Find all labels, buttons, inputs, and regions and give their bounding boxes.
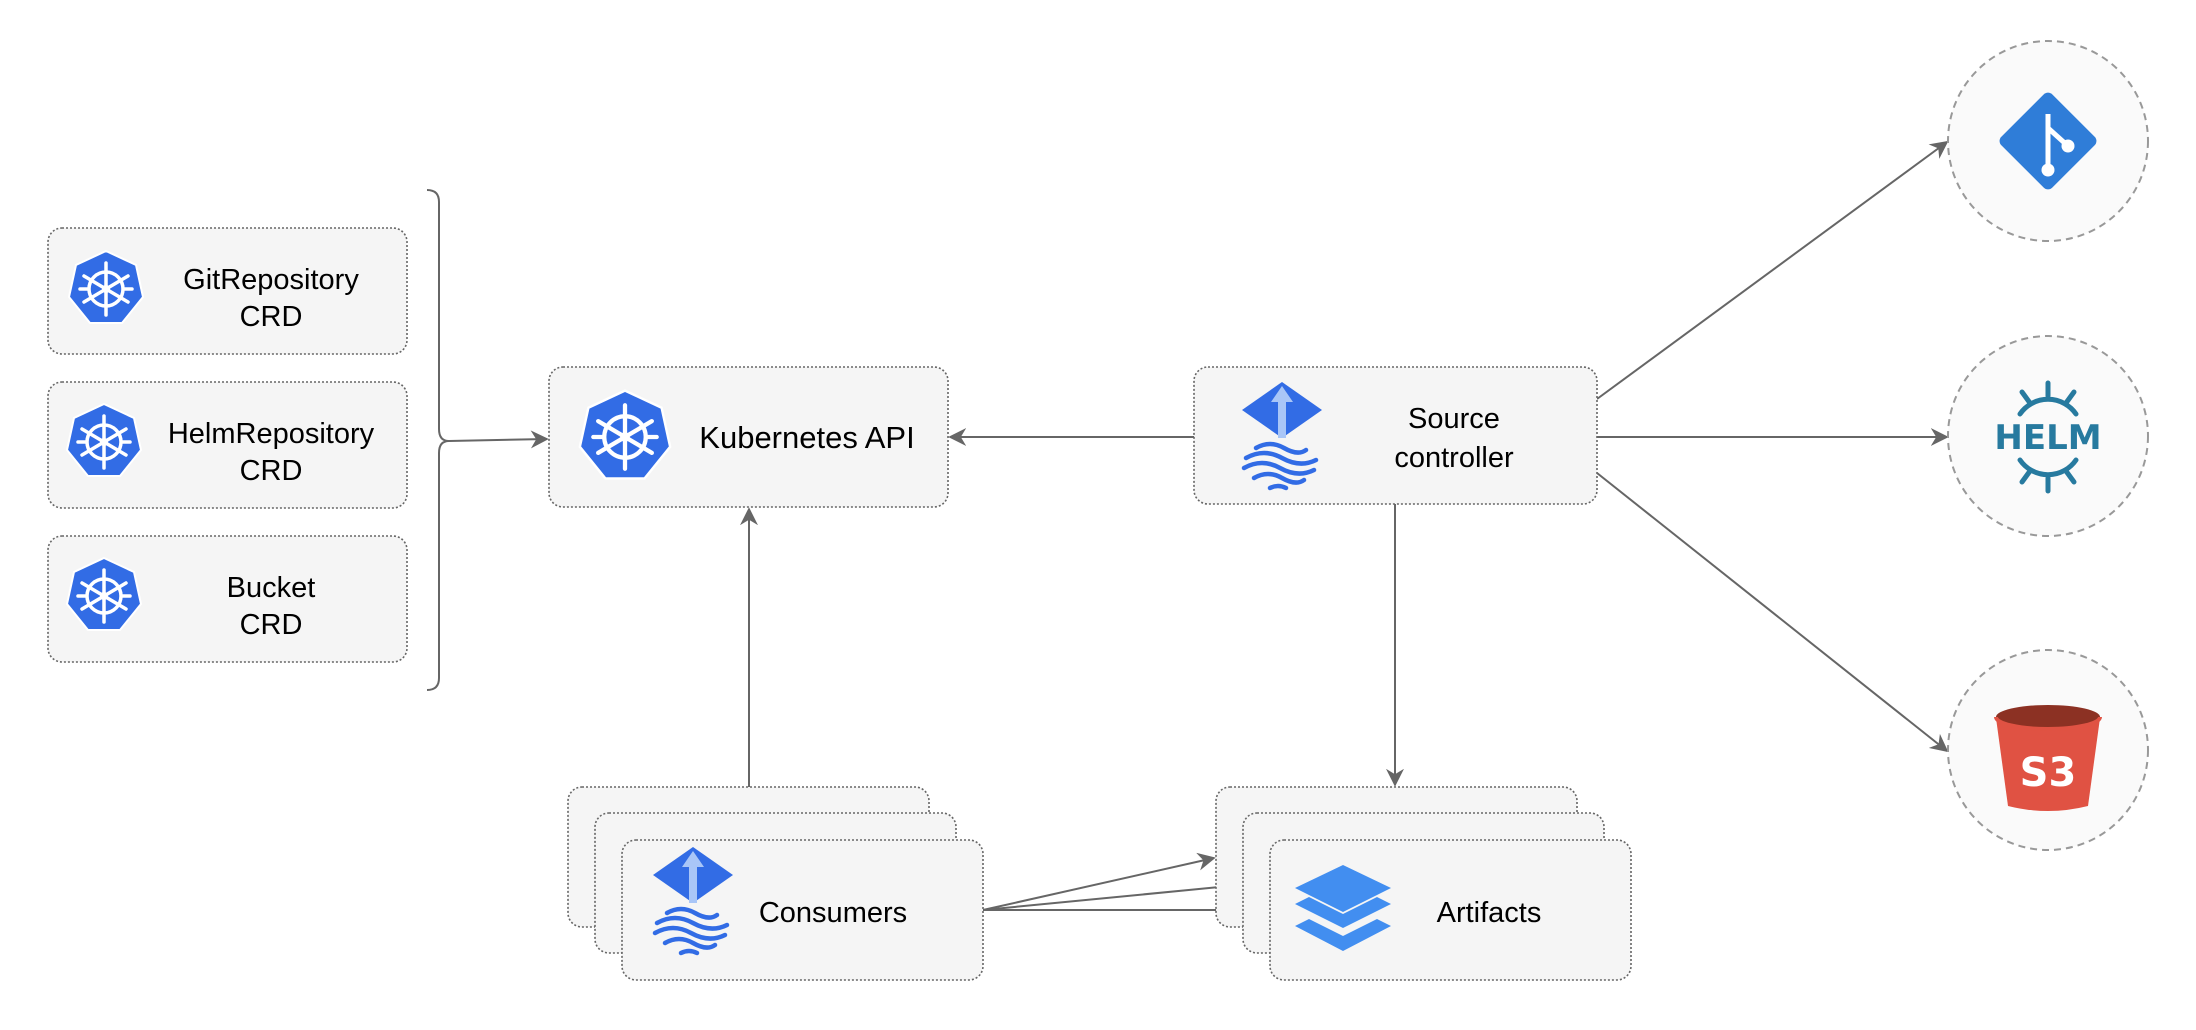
helm-icon: HELM	[1994, 380, 2102, 494]
artifacts-label: Artifacts	[1437, 897, 1542, 929]
crd-gitrepository[interactable]: GitRepository CRD	[47, 227, 408, 355]
crd-sublabel: CRD	[240, 455, 303, 487]
source-controller-node[interactable]: Source controller	[1193, 366, 1598, 505]
layers-icon	[1295, 865, 1391, 951]
kubernetes-api-label: Kubernetes API	[699, 420, 914, 455]
helm-source[interactable]: HELM	[1947, 335, 2149, 537]
crd-sublabel: CRD	[240, 609, 303, 641]
kubernetes-api-node[interactable]: Kubernetes API	[548, 366, 949, 508]
edge-source-controller-to-git	[1596, 140, 1949, 400]
crd-bracket	[426, 189, 450, 691]
consumers-label: Consumers	[759, 897, 907, 929]
s3-logo-text: S3	[2020, 750, 2077, 796]
helm-logo-text: HELM	[1994, 418, 2101, 458]
crd-helmrepository[interactable]: HelmRepository CRD	[47, 381, 408, 509]
edge-crds-to-kubernetes-api	[448, 430, 549, 449]
git-icon	[1999, 92, 2097, 190]
crd-sublabel: CRD	[240, 301, 303, 333]
source-controller-label: Source	[1408, 403, 1500, 435]
git-source[interactable]	[1947, 40, 2149, 242]
artifacts-node[interactable]: Artifacts	[1215, 786, 1632, 981]
edge-consumers-to-artifacts-2	[982, 877, 1242, 911]
edge-consumers-to-artifacts-1	[982, 852, 1216, 911]
s3-bucket-icon: S3	[1994, 705, 2102, 811]
s3-source[interactable]: S3	[1947, 649, 2149, 851]
edge-source-controller-to-s3	[1596, 472, 1949, 753]
crd-label: HelmRepository	[168, 418, 375, 450]
consumers-node[interactable]: Consumers	[567, 786, 984, 981]
crd-label: GitRepository	[183, 264, 359, 296]
crd-label: Bucket	[227, 572, 316, 604]
source-controller-sublabel: controller	[1394, 442, 1514, 474]
crd-bucket[interactable]: Bucket CRD	[47, 535, 408, 663]
